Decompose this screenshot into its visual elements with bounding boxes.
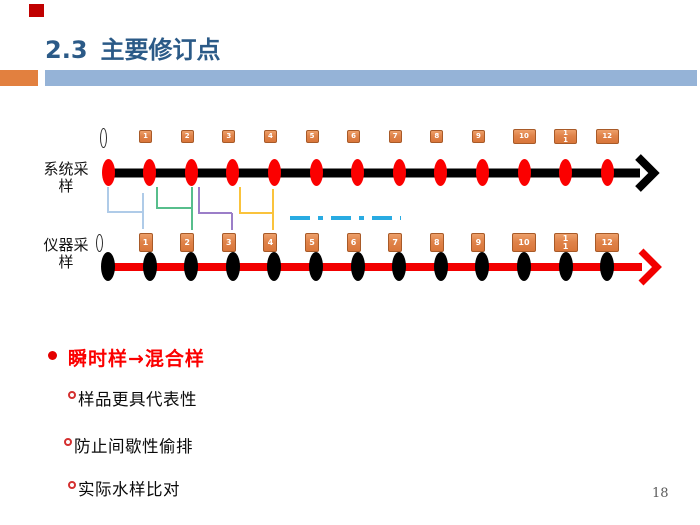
top-sample-dot (392, 159, 406, 186)
top-sample-dot (143, 159, 157, 186)
bottom-sample-dot (350, 252, 365, 281)
connector-4 (239, 187, 274, 230)
bottom-sample-dot (309, 252, 323, 281)
bottom-sample-dot (600, 252, 615, 281)
top-origin-marker (100, 128, 107, 148)
top-sample-box-7: 7 (388, 130, 402, 143)
top-sample-box-6: 6 (347, 130, 361, 143)
bullet-sub-2: 防止间歇性偷排 (64, 433, 193, 457)
top-sample-box-5: 5 (305, 130, 319, 143)
bottom-sample-dot (184, 252, 199, 281)
bottom-sample-box-10: 10 (512, 233, 536, 252)
top-sample-dot (267, 159, 281, 186)
top-sample-dot (101, 159, 115, 186)
top-sample-box-12: 12 (595, 129, 619, 144)
bottom-sample-dot (558, 252, 573, 281)
page-number: 18 (652, 486, 669, 501)
top-timeline-label: 系统采样 (43, 160, 89, 195)
bottom-sample-box-6: 6 (346, 233, 361, 252)
bottom-sample-box-4: 4 (263, 233, 278, 252)
header-bar-blue (45, 70, 697, 86)
bottom-origin-marker (96, 234, 103, 252)
top-sample-box-8: 8 (430, 130, 444, 143)
top-sample-box-4: 4 (263, 130, 277, 143)
top-sample-box-1: 1 (139, 130, 153, 143)
bottom-sample-box-8: 8 (429, 233, 444, 252)
bullet-ring-icon (64, 438, 72, 446)
bottom-sample-dot (142, 252, 157, 281)
bullet-sub-3-text: 实际水样比对 (78, 480, 180, 499)
top-sample-box-3: 3 (222, 130, 236, 143)
page-title: 2.3 主要修订点 (45, 30, 221, 65)
bullet-main-text: 瞬时样→混合样 (68, 348, 205, 370)
top-sample-dot (309, 159, 323, 186)
top-sample-dot (559, 159, 573, 186)
top-sample-dot (600, 159, 614, 186)
bottom-sample-dot (433, 252, 448, 281)
bottom-sample-box-1: 1 (138, 233, 153, 252)
bullet-sub-1: 样品更具代表性 (68, 386, 197, 410)
bullet-ring-icon (68, 391, 76, 399)
top-sample-box-9: 9 (471, 130, 485, 143)
bottom-sample-dot (225, 252, 240, 281)
top-sample-dot (434, 159, 448, 186)
top-sample-dot (475, 159, 489, 186)
top-sample-dot (517, 159, 531, 186)
header-bar-orange (0, 70, 38, 86)
bottom-sample-box-7: 7 (388, 233, 403, 252)
corner-marker (29, 4, 44, 17)
bottom-sample-dot (517, 252, 531, 281)
top-sample-dot (226, 159, 240, 186)
bottom-sample-box-9: 9 (471, 233, 486, 252)
bullet-sub-3: 实际水样比对 (68, 476, 180, 500)
top-sample-dot (351, 159, 365, 186)
top-timeline-arrow-icon (635, 154, 660, 192)
connector-3 (198, 187, 233, 230)
title-text: 主要修订点 (100, 36, 221, 64)
bottom-sample-dot (475, 252, 490, 281)
bullet-ring-icon (68, 481, 76, 489)
top-sample-box-10: 10 (512, 129, 536, 144)
bottom-sample-box-5: 5 (305, 233, 319, 252)
bottom-timeline-label: 仪器采样 (43, 236, 89, 271)
top-sample-box-11: 1 1 (554, 129, 578, 144)
top-sample-dot (184, 159, 198, 186)
bottom-sample-box-3: 3 (221, 233, 236, 252)
bullet-main: 瞬时样→混合样 (46, 344, 205, 371)
bottom-sample-box-12: 12 (595, 233, 620, 252)
bottom-timeline-arrow-icon (638, 248, 662, 286)
bullet-disc-icon (48, 351, 57, 360)
bottom-sample-dot (101, 252, 115, 281)
bottom-sample-box-2: 2 (180, 233, 195, 252)
connector-1 (107, 187, 144, 229)
connector-2 (156, 187, 193, 230)
bottom-sample-dot (392, 252, 407, 281)
bottom-sample-box-11: 1 1 (553, 233, 578, 252)
bullet-sub-1-text: 样品更具代表性 (78, 390, 197, 409)
bottom-sample-dot (267, 252, 282, 281)
title-number: 2.3 (45, 36, 88, 64)
bullet-sub-2-text: 防止间歇性偷排 (74, 437, 193, 456)
top-sample-box-2: 2 (180, 130, 194, 143)
